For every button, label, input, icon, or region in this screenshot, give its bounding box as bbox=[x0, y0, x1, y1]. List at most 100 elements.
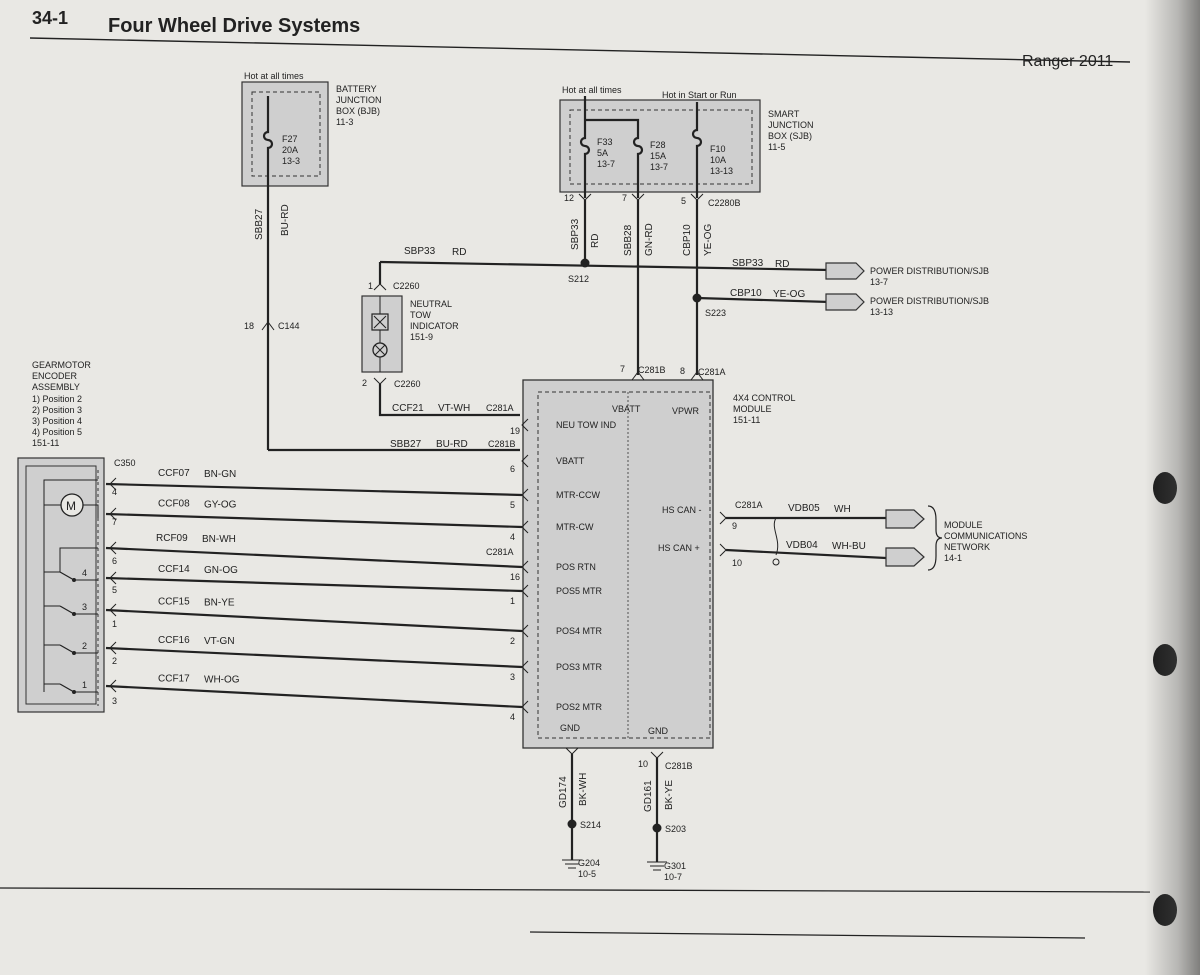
sjb-fuse-f10-id: F10 bbox=[710, 144, 726, 154]
module-gnd-left: GND bbox=[560, 723, 581, 733]
encoder-wire-circuit: CCF14 bbox=[158, 564, 190, 575]
module-pin-label: VBATT bbox=[556, 456, 585, 466]
splice-s214-dot bbox=[567, 819, 577, 829]
sjb-fuse-f28-ref: 13-7 bbox=[650, 162, 668, 172]
wire-sbp33-out-circuit: SBP33 bbox=[732, 258, 764, 269]
encoder-pin-number: 5 bbox=[112, 585, 117, 595]
module-pin-label: POS2 MTR bbox=[556, 702, 603, 712]
encoder-wire bbox=[105, 482, 523, 497]
switch-icon bbox=[59, 683, 75, 693]
ground-g301-ref: 10-7 bbox=[664, 872, 682, 882]
wire-sbp33-v-color: RD bbox=[590, 234, 601, 248]
encoder-pin-number: 7 bbox=[112, 517, 117, 527]
ground-g204: G204 bbox=[578, 858, 600, 868]
wire-ccf21-circuit: CCF21 bbox=[392, 403, 424, 414]
switch-icon bbox=[59, 571, 75, 581]
encoder-wire-circuit: CCF15 bbox=[158, 596, 190, 607]
wire-sbb27-h-color: BU-RD bbox=[436, 439, 468, 450]
bjb-fuse-amp: 20A bbox=[282, 145, 298, 155]
wire-gd161-circuit: GD161 bbox=[643, 780, 654, 812]
encoder-wire bbox=[105, 608, 523, 633]
module-pin-number: 6 bbox=[510, 464, 515, 474]
encoder-pin-number: 3 bbox=[112, 696, 117, 706]
encoder-pin-marker bbox=[109, 507, 117, 521]
network-connector-1 bbox=[885, 509, 925, 529]
sjb-connector: C2280B bbox=[708, 198, 741, 208]
c144-pin: 18 bbox=[244, 321, 254, 331]
module-pin-label: MTR-CW bbox=[556, 522, 594, 532]
sjb-name-2: JUNCTION bbox=[768, 120, 814, 130]
encoder-wire-color: BN-YE bbox=[204, 597, 235, 608]
module-pin-10: 10 bbox=[732, 558, 742, 568]
encoder-pin-marker bbox=[109, 477, 117, 491]
sjb-pin-7: 7 bbox=[622, 193, 627, 203]
wire-sbp33-v-circuit: SBP33 bbox=[570, 218, 581, 250]
power-dist-2-ref: 13-13 bbox=[870, 307, 893, 317]
module-pin-number: 2 bbox=[510, 636, 515, 646]
module-conn-c281a-1: C281A bbox=[486, 403, 514, 413]
ground-icon bbox=[647, 861, 667, 871]
gearmotor-pos-5: 4) Position 5 bbox=[32, 427, 82, 437]
sjb-name-4: 11-5 bbox=[768, 142, 785, 152]
encoder-pin-number: 2 bbox=[112, 656, 117, 666]
module-top-conn-c281a: C281A bbox=[698, 367, 726, 377]
encoder-wire-color: WH-OG bbox=[204, 675, 240, 686]
gearmotor-pos-4: 3) Position 4 bbox=[32, 416, 82, 426]
module-bot-pin-10: 10 bbox=[638, 759, 648, 769]
module-top-conn-c281b: C281B bbox=[638, 365, 666, 375]
sjb-fuse-f10-ref: 13-13 bbox=[710, 166, 733, 176]
network-name-3: NETWORK bbox=[944, 542, 990, 552]
module-pin-number: 4 bbox=[510, 532, 515, 542]
gearmotor-conn: C350 bbox=[114, 458, 136, 468]
module-pin-number: 19 bbox=[510, 426, 520, 436]
encoder-wire-circuit: CCF07 bbox=[158, 468, 190, 479]
encoder-wire bbox=[105, 646, 523, 669]
bjb-name-4: 11-3 bbox=[336, 117, 353, 127]
ntow-name-4: 151-9 bbox=[410, 332, 433, 342]
sjb-fuse-f28-id: F28 bbox=[650, 140, 666, 150]
switch-number: 2 bbox=[82, 641, 87, 651]
power-dist-connector-2 bbox=[825, 293, 865, 311]
ntow-name-3: INDICATOR bbox=[410, 321, 459, 331]
encoder-wire-color: BN-GN bbox=[204, 469, 236, 480]
splice-s212-dot bbox=[580, 258, 590, 268]
wire-cbp10-v-color: YE-OG bbox=[703, 224, 714, 256]
encoder-pin-number: 6 bbox=[112, 556, 117, 566]
sjb-name-1: SMART bbox=[768, 109, 800, 119]
encoder-wire-color: GY-OG bbox=[204, 500, 237, 511]
model-label: Ranger 2011 bbox=[1022, 53, 1113, 70]
wire-sbb28-v-color: GN-RD bbox=[644, 223, 655, 256]
sjb-fuse-f33-ref: 13-7 bbox=[597, 159, 615, 169]
encoder-pin-marker bbox=[109, 603, 117, 617]
power-dist-1-ref: 13-7 bbox=[870, 277, 888, 287]
4x4-control-module bbox=[522, 379, 714, 749]
module-pin-number: 16 bbox=[510, 572, 520, 582]
module-hs-can-minus: HS CAN - bbox=[662, 505, 702, 515]
switch-icon bbox=[59, 605, 75, 615]
module-pin-label: NEU TOW IND bbox=[556, 420, 617, 430]
encoder-wire-color: VT-GN bbox=[204, 636, 235, 647]
encoder-wire bbox=[105, 576, 523, 593]
bjb-name-2: JUNCTION bbox=[336, 95, 382, 105]
encoder-wire-circuit: CCF17 bbox=[158, 674, 190, 685]
encoder-wire bbox=[105, 546, 523, 569]
encoder-pin-marker bbox=[109, 541, 117, 555]
module-gnd-right: GND bbox=[648, 726, 669, 736]
wire-gd161-color: BK-YE bbox=[664, 780, 675, 810]
module-pin-label: MTR-CCW bbox=[556, 490, 600, 500]
wire-sbp33-out-color: RD bbox=[775, 259, 789, 270]
ntow-name-1: NEUTRAL bbox=[410, 299, 452, 309]
gearmotor-name-1: GEARMOTOR bbox=[32, 360, 91, 370]
gearmotor-name-2: ENCODER bbox=[32, 371, 78, 381]
sjb-fuse-f10-amp: 10A bbox=[710, 155, 726, 165]
module-bot-conn: C281B bbox=[665, 761, 693, 771]
module-pin-label: POS5 MTR bbox=[556, 586, 603, 596]
module-pin-9: 9 bbox=[732, 521, 737, 531]
bjb-fuse-id: F27 bbox=[282, 134, 298, 144]
switch-number: 4 bbox=[82, 568, 87, 578]
module-pin-number: 5 bbox=[510, 500, 515, 510]
ground-icon bbox=[562, 859, 582, 869]
splice-s223: S223 bbox=[705, 308, 726, 318]
